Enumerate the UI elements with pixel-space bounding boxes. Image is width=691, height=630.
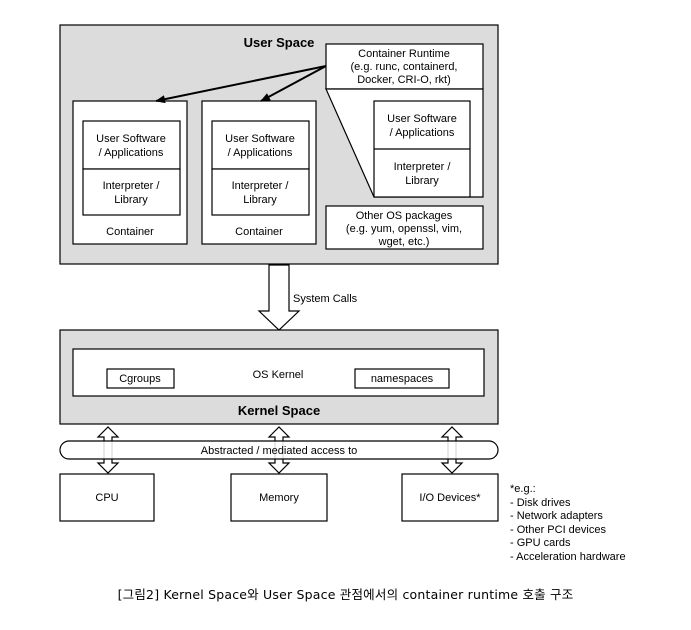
os-kernel-label: OS Kernel: [253, 369, 304, 381]
cgroups-label: Cgroups: [119, 373, 161, 385]
interpreter-box: [82, 168, 181, 216]
runtime-arrow: [155, 65, 327, 104]
container-label: Container: [235, 226, 283, 238]
examples-heading: *e.g.:: [510, 483, 536, 495]
user-software-label: User Software: [387, 113, 457, 125]
interpreter-label: Interpreter /: [103, 180, 161, 192]
example-item: - GPU cards: [510, 537, 571, 549]
interpreter-label: Library: [243, 194, 277, 206]
system-calls-label: System Calls: [293, 293, 358, 305]
interpreter-label: Interpreter /: [232, 180, 290, 192]
interpreter-label: Interpreter /: [394, 161, 452, 173]
namespaces-box: [354, 368, 450, 389]
architecture-diagram: User Space User Software / Applications …: [59, 24, 499, 522]
memory-box: [230, 473, 328, 522]
cgroups-box: [106, 368, 175, 389]
io-devices-box: [401, 473, 499, 522]
example-item: - Disk drives: [510, 496, 571, 509]
figure-caption: [그림2] Kernel Space와 User Space 관점에서의 con…: [117, 587, 574, 602]
os-packages-box: [325, 205, 484, 250]
container-runtime-label: Docker, CRI-O, rkt): [357, 74, 451, 86]
user-software-label: User Software: [225, 133, 295, 145]
user-software-label: / Applications: [99, 147, 164, 159]
user-software-box: [211, 120, 310, 170]
access-bar-label: Abstracted / mediated access to: [201, 445, 358, 457]
os-packages-label: (e.g. yum, openssl, vim,: [346, 223, 462, 235]
os-packages-label: wget, etc.): [378, 236, 430, 248]
container-runtime-label: (e.g. runc, containerd,: [350, 61, 457, 73]
kernel-space-title: Kernel Space: [238, 403, 320, 418]
io-devices-label: I/O Devices*: [419, 492, 481, 504]
example-item: - Network adapters: [510, 510, 603, 522]
container-runtime-box: [325, 43, 484, 90]
system-calls-arrow: [257, 264, 301, 331]
user-software-label: User Software: [96, 133, 166, 145]
runtime-arrow: [260, 65, 327, 102]
access-bar: [59, 440, 499, 460]
memory-label: Memory: [259, 492, 299, 504]
cpu-label: CPU: [95, 492, 118, 504]
user-software-box: [82, 120, 181, 170]
container-label: Container: [106, 226, 154, 238]
container-runtime-label: Container Runtime: [358, 48, 450, 60]
interpreter-label: Library: [405, 175, 439, 187]
user-software-label: / Applications: [390, 127, 455, 139]
user-software-label: / Applications: [228, 147, 293, 159]
interpreter-label: Library: [114, 194, 148, 206]
user-space-title: User Space: [244, 35, 315, 50]
interpreter-box: [211, 168, 310, 216]
namespaces-label: namespaces: [371, 373, 434, 385]
cpu-box: [59, 473, 155, 522]
os-packages-label: Other OS packages: [356, 210, 453, 222]
example-item: - Acceleration hardware: [510, 550, 626, 563]
io-examples-note: *e.g.: - Disk drives - Network adapters …: [510, 483, 626, 564]
example-item: - Other PCI devices: [510, 523, 606, 536]
